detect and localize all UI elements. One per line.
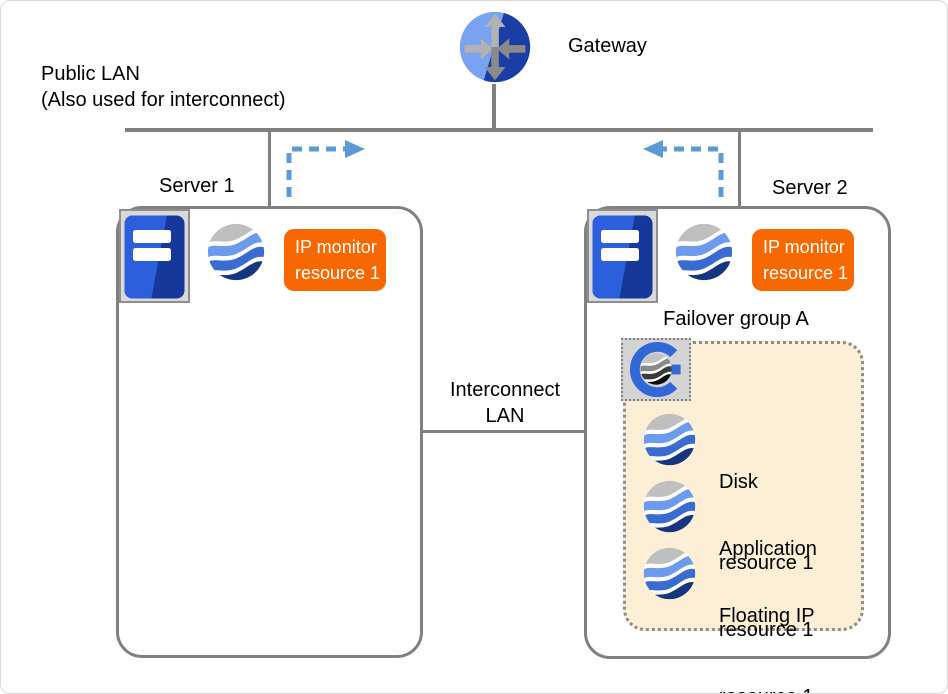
interconnect-label-line2: LAN [485,405,525,427]
application-resource-line1: Application [719,538,817,560]
resource-sphere-icon [643,413,696,466]
monitor-arrow-server2 [643,140,724,197]
floating-ip-resource-line2: resource 1 [719,684,815,693]
public-lan-label: Public LAN (Also used for interconnect) [41,61,286,113]
floating-ip-resource-label: Floating IP resource 1 [719,549,815,693]
application-resource-line2: resource 1 [719,619,814,641]
failover-group-label: Failover group A [663,308,809,330]
interconnect-label: Interconnect LAN [425,377,585,429]
gateway-drop-line [492,84,496,128]
disk-resource-label: Disk resource 1 [719,415,814,631]
resource-sphere-icon [207,223,265,281]
resource-sphere-icon [643,547,696,600]
server2-label: Server 2 [772,177,848,199]
failover-group-chip [621,338,691,401]
resource-sphere-icon [675,223,733,281]
server1-ip-monitor-line2: resource 1 [295,263,381,283]
gateway-label: Gateway [568,35,647,57]
resource-sphere-icon [643,480,696,533]
disk-resource-line1: Disk [719,471,758,493]
disk-resource-line2: resource 1 [719,552,814,574]
server-hardware-icon [591,214,654,300]
server1-label: Server 1 [159,175,235,197]
public-lan-bus-line [125,128,873,132]
failover-group-icon [623,340,689,399]
monitor-arrow-server1 [286,140,365,197]
server1-ip-monitor-line1: IP monitor [295,237,377,257]
server1-ip-monitor-tag: IP monitor resource 1 [284,229,386,291]
server-hardware-icon [123,214,186,300]
floating-ip-resource-line1: Floating IP [719,605,815,627]
server2-ip-monitor-tag: IP monitor resource 1 [752,229,854,291]
public-lan-label-line2: (Also used for interconnect) [41,89,286,111]
interconnect-line [423,430,585,433]
public-lan-label-line1: Public LAN [41,63,140,85]
server2-ip-monitor-line2: resource 1 [763,263,849,283]
server1-hardware-chip [119,209,190,303]
server1-drop-line [268,132,271,206]
interconnect-label-line1: Interconnect [449,379,561,401]
application-resource-label: Application resource 1 [719,482,817,693]
server2-hardware-chip [587,209,658,303]
server2-drop-line [738,132,741,206]
server2-ip-monitor-line1: IP monitor [763,237,845,257]
gateway-icon [457,9,533,85]
